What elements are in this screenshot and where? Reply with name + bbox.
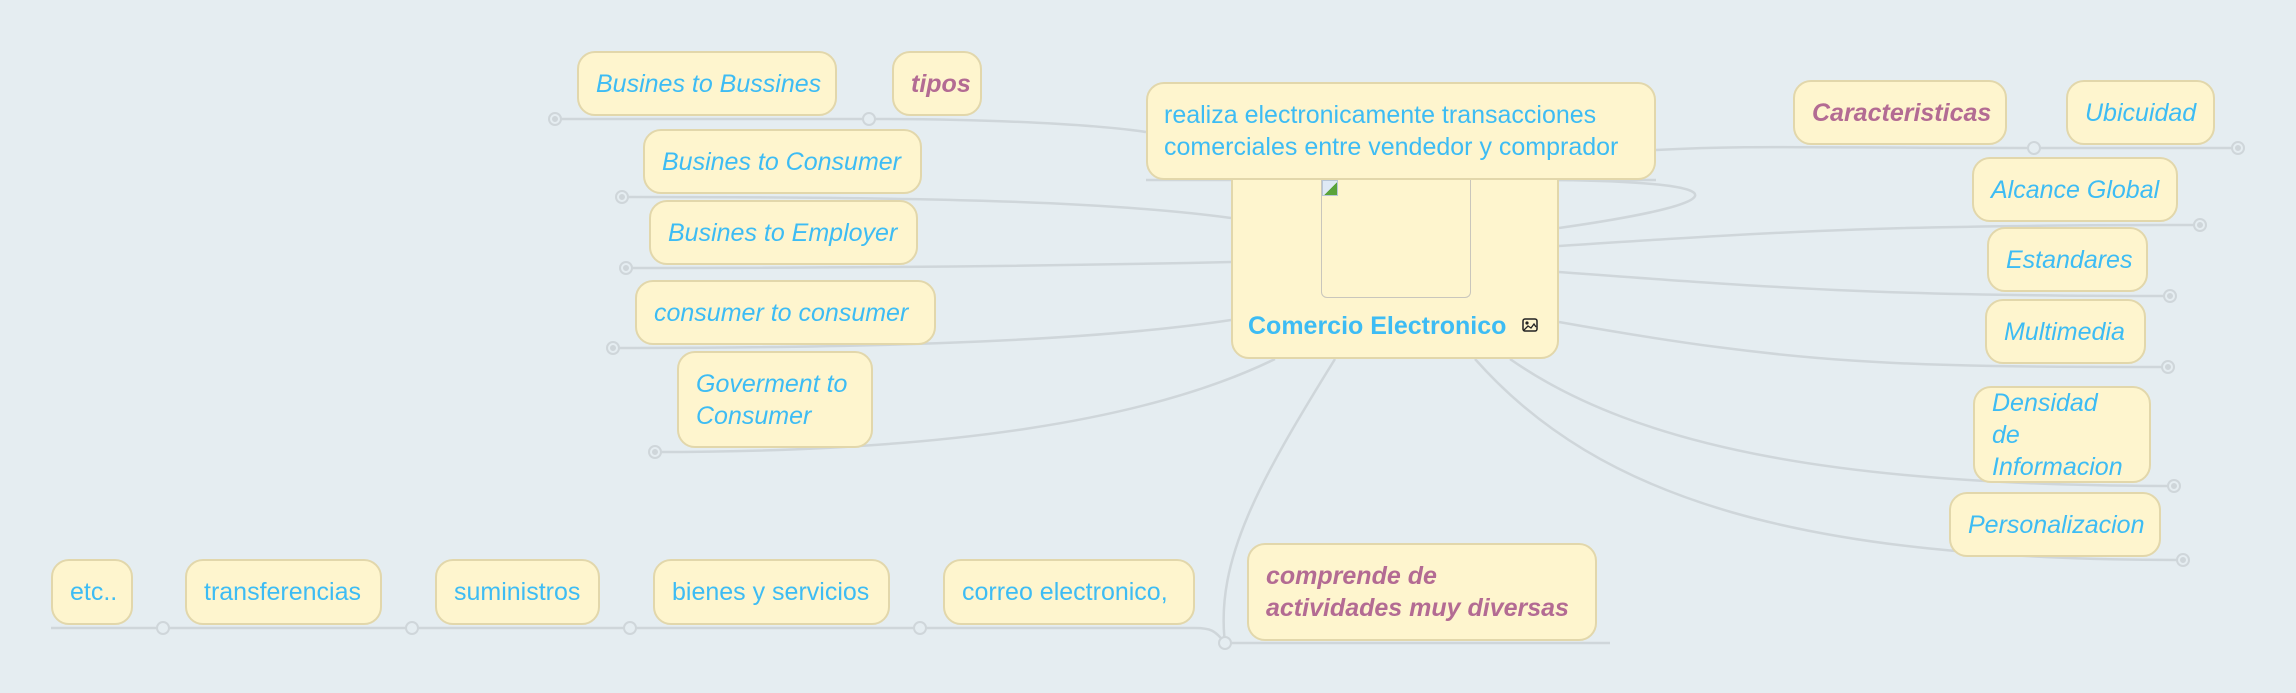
broken-image-icon (1322, 180, 1338, 196)
central-topic-title: Comercio Electronico (1248, 312, 1507, 340)
branch-label: comprende de actividades muy diversas (1266, 562, 1569, 622)
branch-tipos[interactable]: tipos (892, 51, 982, 116)
collapse-toggle-tipos (862, 112, 876, 126)
topic-personalizacion[interactable]: Personalizacion (1949, 492, 2161, 557)
topic-label: consumer to consumer (654, 298, 909, 327)
topic-label: Alcance Global (1991, 175, 2160, 204)
topic-label: Estandares (2006, 245, 2133, 274)
topic-label: Busines to Bussines (596, 69, 822, 98)
topic-alcance-global[interactable]: Alcance Global (1972, 157, 2178, 222)
topic-label: Ubicuidad (2085, 98, 2197, 127)
topic-multimedia[interactable]: Multimedia (1985, 299, 2146, 364)
image-icon[interactable] (1522, 318, 1538, 332)
topic-densidad-informacion[interactable]: Densidad de Informacion (1973, 386, 2151, 483)
topic-label: Densidad de Informacion (1992, 388, 2123, 481)
topic-label: transferencias (204, 578, 362, 606)
topic-correo-electronico[interactable]: correo electronico, (943, 559, 1195, 625)
topic-b2b[interactable]: Busines to Bussines (577, 51, 837, 116)
topic-label: Busines to Employer (668, 218, 898, 247)
topic-transferencias[interactable]: transferencias (185, 559, 382, 625)
topic-label: bienes y servicios (672, 578, 870, 606)
topic-label: Busines to Consumer (662, 147, 902, 176)
topic-estandares[interactable]: Estandares (1987, 227, 2148, 292)
topic-label: Personalizacion (1968, 510, 2145, 539)
branch-label: Caracteristicas (1812, 98, 1992, 127)
topic-b2e[interactable]: Busines to Employer (649, 200, 918, 265)
topic-label: Goverment to Consumer (696, 369, 848, 430)
topic-c2c[interactable]: consumer to consumer (635, 280, 936, 345)
central-topic-image[interactable] (1321, 180, 1471, 298)
topic-ubicuidad[interactable]: Ubicuidad (2066, 80, 2215, 145)
topic-g2c[interactable]: Goverment to Consumer (677, 351, 873, 448)
central-topic[interactable]: Comercio Electronico (1231, 150, 1559, 359)
topic-label: correo electronico, (962, 578, 1168, 606)
topic-b2c[interactable]: Busines to Consumer (643, 129, 922, 194)
branch-actividades[interactable]: comprende de actividades muy diversas (1247, 543, 1597, 641)
topic-bienes-servicios[interactable]: bienes y servicios (653, 559, 890, 625)
topic-etc[interactable]: etc.. (51, 559, 133, 625)
topic-label: Multimedia (2004, 317, 2125, 346)
branch-caracteristicas[interactable]: Caracteristicas (1793, 80, 2007, 145)
branch-label: tipos (911, 69, 971, 98)
topic-suministros[interactable]: suministros (435, 559, 600, 625)
description-text: realiza electronicamente transacciones c… (1164, 101, 1619, 161)
topic-label: etc.. (70, 578, 118, 606)
topic-label: suministros (454, 578, 581, 606)
description-node[interactable]: realiza electronicamente transacciones c… (1146, 82, 1656, 180)
